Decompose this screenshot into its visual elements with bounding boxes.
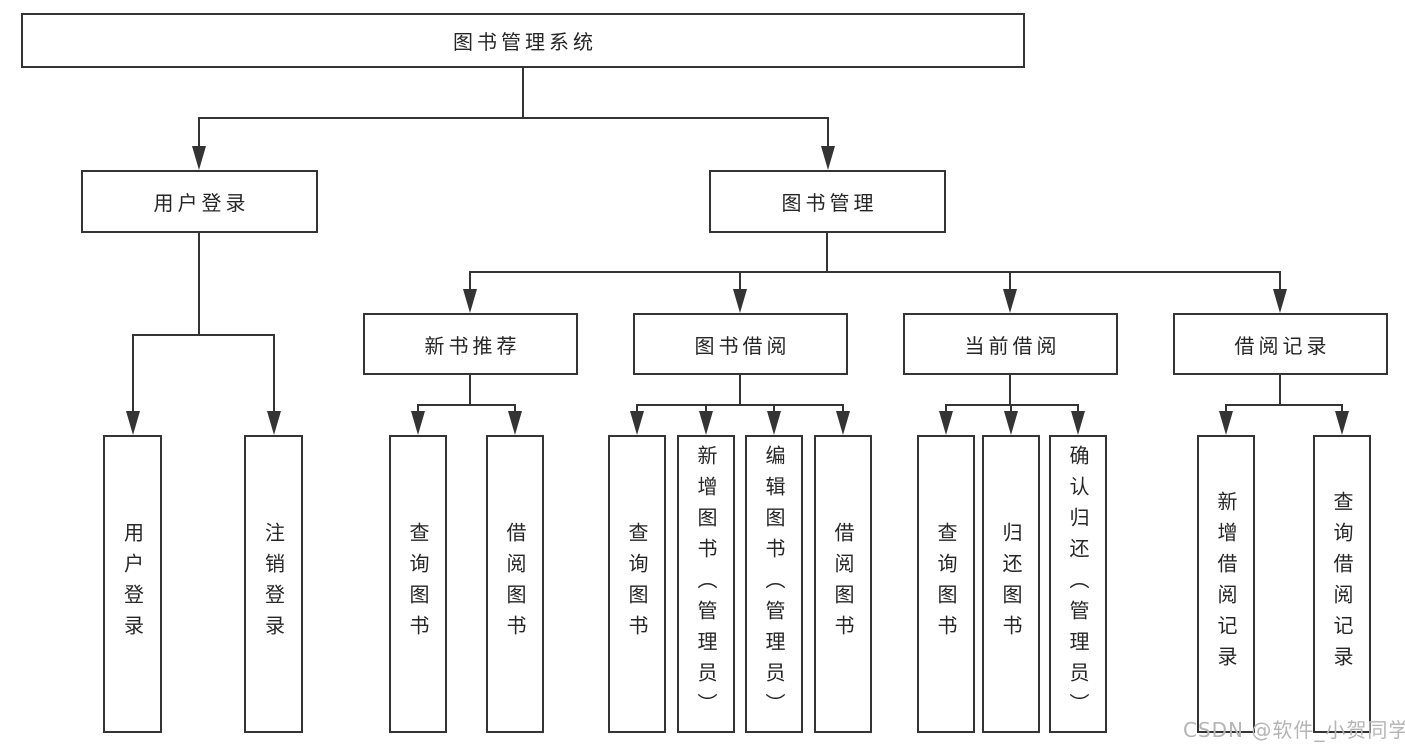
arrowhead-icon — [126, 411, 140, 435]
node-label: 借阅图书 — [503, 522, 527, 646]
arrowhead-icon — [939, 411, 953, 435]
node-new-book-recommend: 新书推荐 — [363, 313, 578, 375]
arrowhead-icon — [192, 146, 206, 170]
leaf-logout: 注销登录 — [244, 435, 303, 733]
arrowhead-icon — [767, 411, 781, 435]
leaf-borrow-books-recommend: 借阅图书 — [486, 435, 544, 733]
connector-line — [198, 117, 200, 150]
leaf-query-books-current: 查询图书 — [917, 435, 975, 733]
csdn-watermark: CSDN @软件_小贺同学 — [1183, 718, 1405, 742]
node-library-management-system: 图书管理系统 — [21, 13, 1025, 68]
node-book-management: 图书管理 — [709, 170, 946, 233]
node-label: 查询图书 — [934, 522, 958, 646]
connector-line — [739, 271, 741, 297]
node-label: 借阅图书 — [831, 522, 855, 646]
arrowhead-icon — [1219, 411, 1233, 435]
node-label: 新书推荐 — [424, 333, 521, 358]
connector-line — [198, 233, 200, 335]
connector-line — [1009, 271, 1011, 297]
leaf-add-borrow-record: 新增借阅记录 — [1197, 435, 1255, 733]
node-label: 归还图书 — [999, 522, 1023, 646]
connector-line — [945, 404, 1079, 406]
leaf-query-books-recommend: 查询图书 — [389, 435, 447, 733]
arrowhead-icon — [1071, 411, 1085, 435]
arrowhead-icon — [1273, 289, 1287, 313]
node-label: 编辑图书（管理员） — [762, 444, 786, 724]
node-borrowing-records: 借阅记录 — [1173, 313, 1388, 375]
connector-line — [198, 117, 829, 119]
node-label: 查询图书 — [625, 522, 649, 646]
connector-line — [469, 271, 471, 297]
arrowhead-icon — [1004, 411, 1018, 435]
arrowhead-icon — [1335, 411, 1349, 435]
connector-line — [1225, 404, 1343, 406]
node-label: 用户登录 — [153, 191, 250, 215]
node-book-borrowing: 图书借阅 — [633, 313, 848, 375]
arrowhead-icon — [411, 411, 425, 435]
leaf-user-login: 用户登录 — [103, 435, 162, 733]
leaf-query-borrow-record: 查询借阅记录 — [1313, 435, 1371, 733]
leaf-return-books: 归还图书 — [982, 435, 1040, 733]
connector-line — [1009, 375, 1011, 405]
arrowhead-icon — [508, 411, 522, 435]
leaf-edit-books-admin: 编辑图书（管理员） — [745, 435, 803, 733]
node-label: 确认归还（管理员） — [1066, 444, 1090, 724]
node-label: 新增图书（管理员） — [694, 444, 718, 724]
node-label: 图书管理系统 — [453, 30, 597, 54]
arrowhead-icon — [699, 411, 713, 435]
node-label: 查询借阅记录 — [1330, 491, 1354, 677]
node-label: 图书借阅 — [694, 333, 791, 358]
arrowhead-icon — [821, 146, 835, 170]
connector-line — [636, 404, 844, 406]
node-label: 注销登录 — [261, 522, 286, 646]
arrowhead-icon — [836, 411, 850, 435]
connector-line — [739, 375, 741, 405]
leaf-confirm-return-admin: 确认归还（管理员） — [1049, 435, 1107, 733]
connector-line — [827, 117, 829, 150]
connector-line — [469, 271, 1281, 273]
connector-line — [826, 233, 828, 272]
connector-line — [132, 334, 275, 336]
node-user-login-branch: 用户登录 — [81, 170, 318, 233]
arrowhead-icon — [463, 289, 477, 313]
arrowhead-icon — [630, 411, 644, 435]
arrowhead-icon — [733, 289, 747, 313]
connector-line — [132, 334, 134, 414]
connector-line — [417, 404, 516, 406]
node-label: 图书管理 — [781, 191, 878, 215]
connector-line — [273, 334, 275, 414]
connector-line — [522, 68, 524, 118]
node-label: 用户登录 — [120, 522, 145, 646]
node-label: 新增借阅记录 — [1214, 491, 1238, 677]
leaf-borrow-books: 借阅图书 — [814, 435, 872, 733]
node-label: 借阅记录 — [1234, 333, 1331, 358]
node-label: 当前借阅 — [964, 333, 1061, 358]
arrowhead-icon — [267, 411, 281, 435]
connector-line — [1279, 271, 1281, 297]
node-label: 查询图书 — [406, 522, 430, 646]
node-current-borrowing: 当前借阅 — [903, 313, 1118, 375]
arrowhead-icon — [1003, 289, 1017, 313]
leaf-add-books-admin: 新增图书（管理员） — [677, 435, 735, 733]
leaf-query-books-borrowing: 查询图书 — [608, 435, 666, 733]
connector-line — [469, 375, 471, 405]
connector-line — [1279, 375, 1281, 405]
